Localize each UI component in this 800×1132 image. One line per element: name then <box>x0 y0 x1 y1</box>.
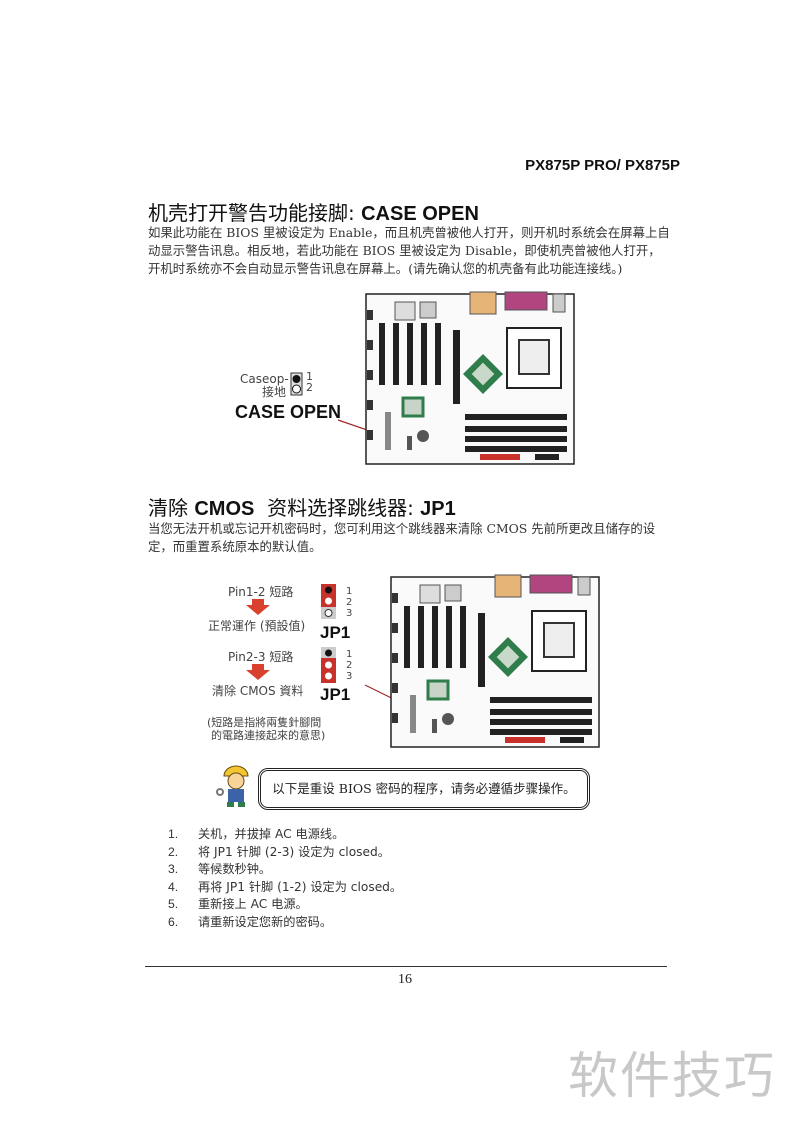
paragraph-line: 如果此功能在 BIOS 里被设定为 Enable，而且机壳曾被他人打开，则开机时… <box>148 225 670 240</box>
jp1-label: JP1 <box>320 685 351 704</box>
bios-reset-callout: 以下是重设 BIOS 密码的程序，请务必遵循步骤操作。 <box>258 768 590 810</box>
title-en: CASE OPEN <box>361 203 479 225</box>
list-item: 2.将 JP1 针脚 (2-3) 设定为 closed。 <box>168 844 390 859</box>
setting1-result: 正常運作 (預設值) <box>208 619 306 633</box>
paragraph-line: 定，而重置系统原本的默认值。 <box>148 539 322 554</box>
list-item: 1.关机，并拔掉 AC 电源线。 <box>168 827 345 841</box>
case-open-paragraph: 如果此功能在 BIOS 里被设定为 Enable，而且机壳曾被他人打开，则开机时… <box>148 224 688 278</box>
paragraph-line: 当您无法开机或忘记开机密码时，您可利用这个跳线器来清除 CMOS 先前所更改且储… <box>148 521 656 536</box>
case-open-caption: CASE OPEN <box>235 402 342 422</box>
caseop-pin-label: Caseop- <box>240 372 289 386</box>
jp1-jumper-clear <box>321 647 336 683</box>
clear-cmos-paragraph: 当您无法开机或忘记开机密码时，您可利用这个跳线器来清除 CMOS 先前所更改且储… <box>148 520 688 556</box>
arrow-down-icon <box>246 599 270 615</box>
model-header: PX875P PRO/ PX875P <box>525 157 680 174</box>
footer-divider <box>145 966 667 967</box>
setting2-result: 清除 CMOS 資料 <box>212 684 304 698</box>
list-item: 6.请重新设定您新的密码。 <box>168 914 333 929</box>
case-open-jumper <box>290 372 303 396</box>
jp1-jumper-normal <box>321 584 336 619</box>
list-item: 4.再将 JP1 针脚 (1-2) 设定为 closed。 <box>168 879 403 894</box>
ground-pin-label: 接地 <box>262 385 287 399</box>
list-item: 3.等候数秒钟。 <box>168 862 272 877</box>
motherboard-diagram <box>365 290 577 470</box>
title-cn: 机壳打开警告功能接脚: <box>148 201 362 225</box>
list-item: 5.重新接上 AC 电源。 <box>168 897 308 912</box>
setting1-label: Pin1-2 短路 <box>228 585 294 599</box>
paragraph-line: 开机时系统亦不会自动显示警告讯息在屏幕上。(请先确认您的机壳备有此功能连接线。) <box>148 261 623 276</box>
page-number: 16 <box>398 972 412 987</box>
section-title-clear-cmos: 清除 CMOS 资料选择跳线器: JP1 <box>148 496 456 520</box>
section-title-case-open: 机壳打开警告功能接脚: CASE OPEN <box>148 197 479 226</box>
short-circuit-note: (短路是指將兩隻針腳間的電路連接起來的意思) <box>207 716 326 742</box>
arrow-down-icon <box>246 664 270 680</box>
motherboard-diagram <box>390 573 602 753</box>
paragraph-line: 动显示警告讯息。相反地，若此功能在 BIOS 里被设定为 Disable，即使机… <box>148 243 661 258</box>
reset-steps-list: 1.关机，并拔掉 AC 电源线。 2.将 JP1 针脚 (2-3) 设定为 cl… <box>168 826 402 932</box>
watermark: 软件技巧 <box>568 1047 776 1105</box>
jp1-label: JP1 <box>320 623 351 642</box>
worker-mascot-icon <box>216 765 249 807</box>
setting2-label: Pin2-3 短路 <box>228 650 294 664</box>
